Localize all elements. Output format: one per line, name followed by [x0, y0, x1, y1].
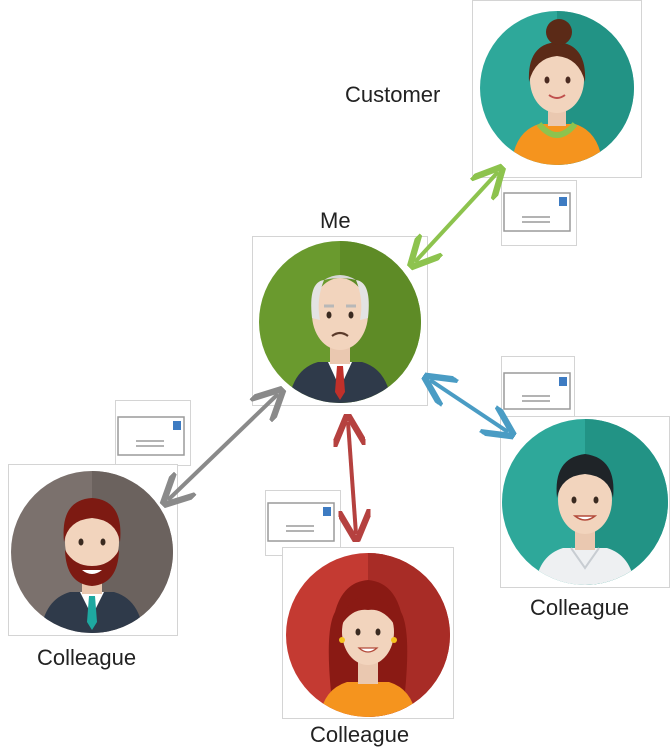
customer-envelope: [501, 180, 577, 246]
colleague-left-envelope: [115, 400, 191, 466]
envelope-icon: [267, 502, 335, 542]
colleague-bottom-avatar[interactable]: [285, 552, 451, 718]
colleague-right-avatar[interactable]: [501, 418, 669, 586]
colleague-bottom-envelope: [265, 490, 341, 556]
customer-avatar[interactable]: [479, 10, 635, 166]
link-me-colleague-bottom: [348, 422, 356, 534]
colleague-left-label: Colleague: [37, 645, 137, 670]
envelope-icon: [503, 192, 571, 232]
colleague-left-avatar[interactable]: [10, 470, 174, 634]
me-label: Me: [320, 208, 351, 233]
envelope-icon: [503, 372, 571, 410]
envelope-icon: [117, 416, 185, 456]
link-me-colleague-right: [430, 380, 508, 432]
me-avatar[interactable]: [258, 240, 422, 404]
colleague-bottom-label: Colleague: [310, 722, 410, 747]
colleague-right-envelope: [501, 356, 575, 418]
colleague-right-label: Colleague: [530, 595, 630, 620]
customer-label: Customer: [345, 82, 441, 107]
